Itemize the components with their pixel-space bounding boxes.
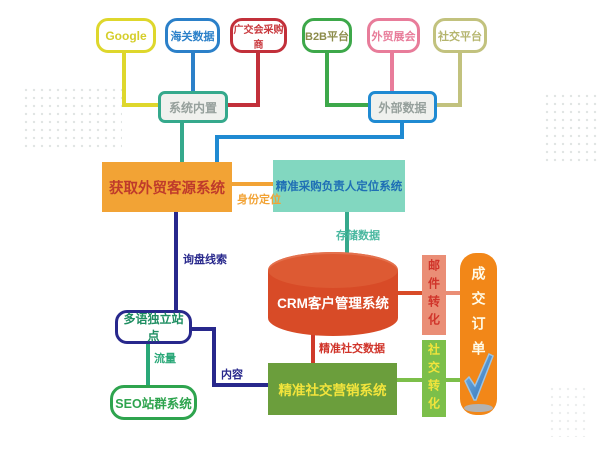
decorative-dots-right [543,92,597,166]
connector-socialplatform-external-h [435,103,462,107]
source-canton-fair-label: 广交会采购商 [233,24,284,51]
system-buyer-locator: 精准采购负责人定位系统 [273,160,405,212]
aggregator-builtin: 系统内置 [158,91,228,123]
connector-crm-marketing [311,333,315,363]
connector-fair-builtin [256,53,260,107]
aggregator-external: 外部数据 [368,91,437,123]
crm-cylinder-top [268,252,398,288]
system-acquire-customers-label: 获取外贸客源系统 [109,180,225,197]
connector-acquire-multilang [174,212,178,312]
connector-external-acquire-v2 [215,135,219,163]
source-customs-data-label: 海关数据 [170,30,215,43]
box-social-conversion-label: 社交转化 [426,342,441,415]
system-social-marketing-label: 精准社交营销系统 [278,383,387,398]
source-b2b-platform: B2B平台 [302,18,352,53]
box-social-conversion: 社交转化 [422,340,446,417]
connector-multilang-seo [146,344,150,386]
source-b2b-platform-label: B2B平台 [305,30,350,43]
source-google: Google [96,18,156,53]
deal-order-label: 成交订单 [470,266,487,366]
source-social-platform-label: 社交平台 [438,30,482,43]
deal-order-pill: 成交订单 [460,253,497,415]
edge-label-content: 内容 [221,369,243,381]
connector-locator-crm [345,212,349,256]
box-email-conversion-label: 邮件转化 [426,259,441,331]
system-multilang-site-label: 多语独立站点 [123,312,184,343]
crm-database-cylinder: CRM客户管理系统 [268,252,398,336]
crm-system-label: CRM客户管理系统 [277,296,389,311]
source-trade-expo: 外贸展会 [367,18,420,53]
connector-builtin-acquire [180,123,184,163]
source-trade-expo-label: 外贸展会 [371,30,416,43]
system-buyer-locator-label: 精准采购负责人定位系统 [275,181,403,193]
connector-multilang-marketing-h2 [212,383,268,387]
connector-expo-external [390,53,394,93]
edge-label-traffic: 流量 [154,353,176,365]
connector-multilang-marketing-h1 [192,327,216,331]
source-google-label: Google [105,28,147,43]
system-acquire-customers: 获取外贸客源系统 [102,162,232,212]
aggregator-external-label: 外部数据 [378,100,427,115]
connector-external-acquire-v1 [400,123,404,139]
connector-b2b-external [325,53,329,107]
source-canton-fair: 广交会采购商 [230,18,287,53]
edge-label-social-data: 精准社交数据 [319,343,385,355]
connector-multilang-marketing-v [212,327,216,387]
source-social-platform: 社交平台 [433,18,487,53]
decorative-dots-left [22,86,122,148]
connector-acquire-locator [232,182,273,186]
connector-socialconv-deal [446,378,460,382]
edge-label-inquiry: 询盘线索 [183,254,227,266]
connector-b2b-external-h [325,103,370,107]
crm-cylinder-bottom [268,300,398,336]
decorative-dots-bottom [548,385,588,437]
connector-customs-builtin [191,53,195,93]
connector-google-builtin [122,53,126,107]
system-seo-sites: SEO站群系统 [110,385,197,420]
connector-marketing-socialconv [397,378,422,382]
source-customs-data: 海关数据 [165,18,220,53]
system-multilang-site: 多语独立站点 [115,310,192,344]
box-email-conversion: 邮件转化 [422,255,446,335]
connector-google-builtin-h [122,103,160,107]
connector-crm-email [398,291,422,295]
aggregator-builtin-label: 系统内置 [168,100,217,115]
connector-email-deal [446,291,460,295]
deal-order-shadow [464,404,493,412]
system-social-marketing: 精准社交营销系统 [268,363,397,415]
connector-fair-builtin-h [226,103,260,107]
connector-socialplatform-external [458,53,462,107]
checkmark-icon [462,348,496,406]
system-seo-sites-label: SEO站群系统 [115,397,192,411]
edge-label-identity: 身份定位 [237,194,281,206]
connector-external-acquire-h [215,135,404,139]
edge-label-store-data: 存储数据 [336,230,380,242]
